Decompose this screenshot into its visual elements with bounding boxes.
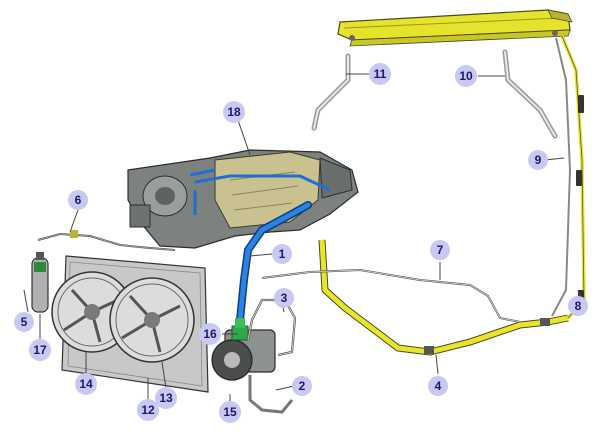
callout-17: 17: [29, 339, 51, 361]
callout-15-label: 15: [223, 405, 237, 419]
callout-14-label: 14: [79, 377, 93, 391]
callout-9-label: 9: [535, 153, 542, 167]
pressure-switch-16: [231, 318, 249, 341]
callout-2-label: 2: [299, 379, 306, 393]
callout-10: 10: [455, 65, 477, 87]
callout-8-label: 8: [575, 299, 582, 313]
line-6: [37, 230, 176, 251]
callout-13-label: 13: [159, 391, 173, 405]
callout-18: 18: [223, 101, 245, 123]
callout-9: 9: [528, 150, 548, 170]
callout-7-label: 7: [437, 243, 444, 257]
callout-12-label: 12: [141, 403, 155, 417]
liquid-line-7: [261, 268, 521, 323]
callout-1: 1: [272, 244, 292, 264]
callout-11-label: 11: [374, 67, 387, 81]
callout-17-label: 17: [33, 343, 47, 357]
roof-air-duct: [337, 9, 573, 47]
callout-6: 6: [68, 190, 88, 210]
callout-7: 7: [430, 240, 450, 260]
callout-12: 12: [137, 399, 159, 421]
receiver-drier-17: [31, 252, 49, 313]
callout-10-label: 10: [459, 69, 473, 83]
rear-hose-lines: [551, 35, 586, 320]
callout-18-label: 18: [227, 105, 241, 119]
callout-11: 11: [369, 63, 391, 85]
callout-2: 2: [292, 376, 312, 396]
callout-15: 15: [219, 401, 241, 423]
callout-6-label: 6: [75, 193, 82, 207]
yellow-hose-4: [318, 239, 569, 356]
callout-4: 4: [428, 376, 448, 396]
callout-3: 3: [274, 288, 294, 308]
callout-16-label: 16: [203, 327, 217, 341]
callout-4-label: 4: [435, 379, 442, 393]
callout-13: 13: [155, 387, 177, 409]
callout-1-label: 1: [279, 247, 286, 261]
callout-5-label: 5: [21, 315, 28, 329]
rear-pipe-11: [311, 53, 351, 131]
compressor-15: [211, 329, 294, 414]
leader-lines: [23, 73, 581, 404]
fan-13: [109, 277, 195, 363]
callout-3-label: 3: [281, 291, 288, 305]
rear-pipe-10: [502, 49, 558, 139]
callout-14: 14: [75, 373, 97, 395]
callout-8: 8: [568, 296, 588, 316]
callout-5: 5: [14, 312, 34, 332]
suction-hose-1: [236, 201, 312, 324]
callout-16: 16: [199, 323, 221, 345]
hvac-module-18: [127, 149, 359, 249]
